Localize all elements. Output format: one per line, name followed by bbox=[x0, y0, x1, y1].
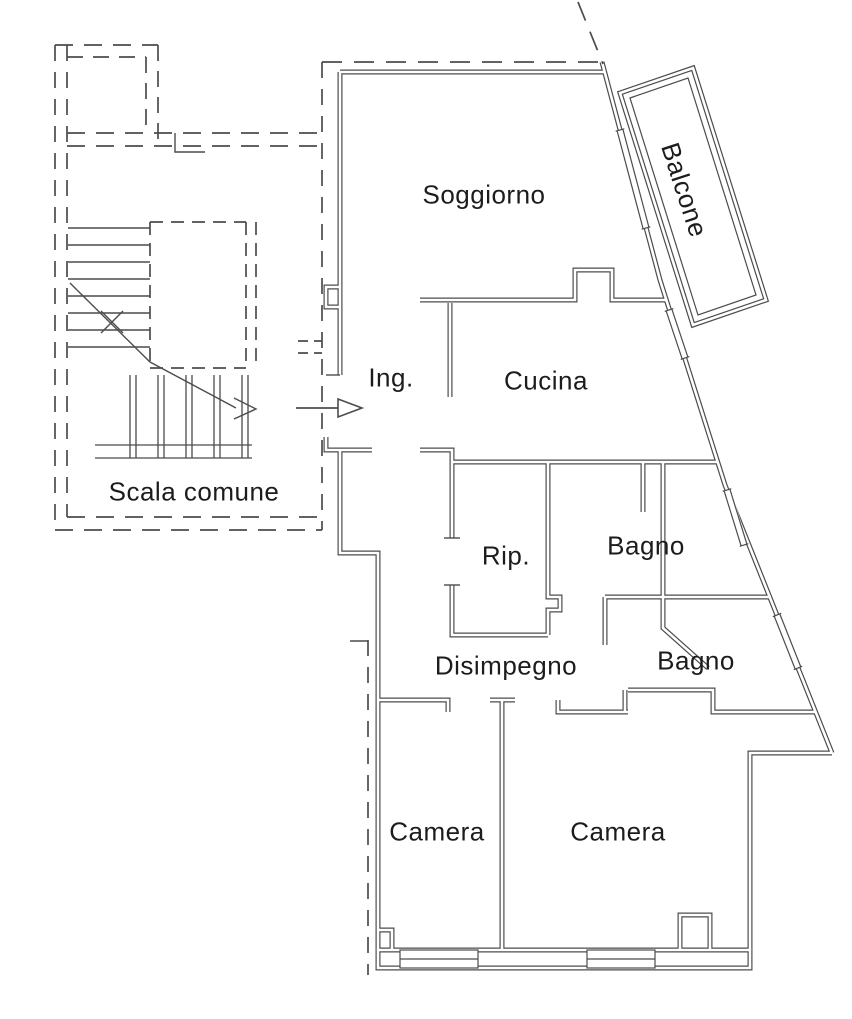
room-label-scala-comune: Scala comune bbox=[108, 476, 280, 507]
entry-direction-arrow bbox=[296, 397, 365, 419]
room-label-camera-2: Camera bbox=[570, 816, 666, 847]
room-label-bagno-2: Bagno bbox=[657, 645, 735, 676]
room-label-ingresso: Ing. bbox=[368, 362, 414, 393]
balcony-railing bbox=[629, 77, 757, 316]
room-label-bagno-1: Bagno bbox=[607, 530, 685, 561]
staircase-treads bbox=[68, 227, 252, 459]
room-label-ripostiglio: Rip. bbox=[481, 540, 531, 571]
bottom-windows bbox=[399, 949, 656, 969]
room-label-soggiorno: Soggiorno bbox=[422, 179, 546, 210]
stairs-direction-arrow bbox=[69, 282, 258, 420]
dashed-boundaries bbox=[54, 1, 610, 975]
room-label-cucina: Cucina bbox=[504, 365, 588, 396]
facade-windows bbox=[615, 128, 803, 671]
detail-lines bbox=[174, 133, 460, 642]
room-label-disimpegno: Disimpegno bbox=[434, 650, 578, 681]
room-label-camera-1: Camera bbox=[389, 816, 485, 847]
